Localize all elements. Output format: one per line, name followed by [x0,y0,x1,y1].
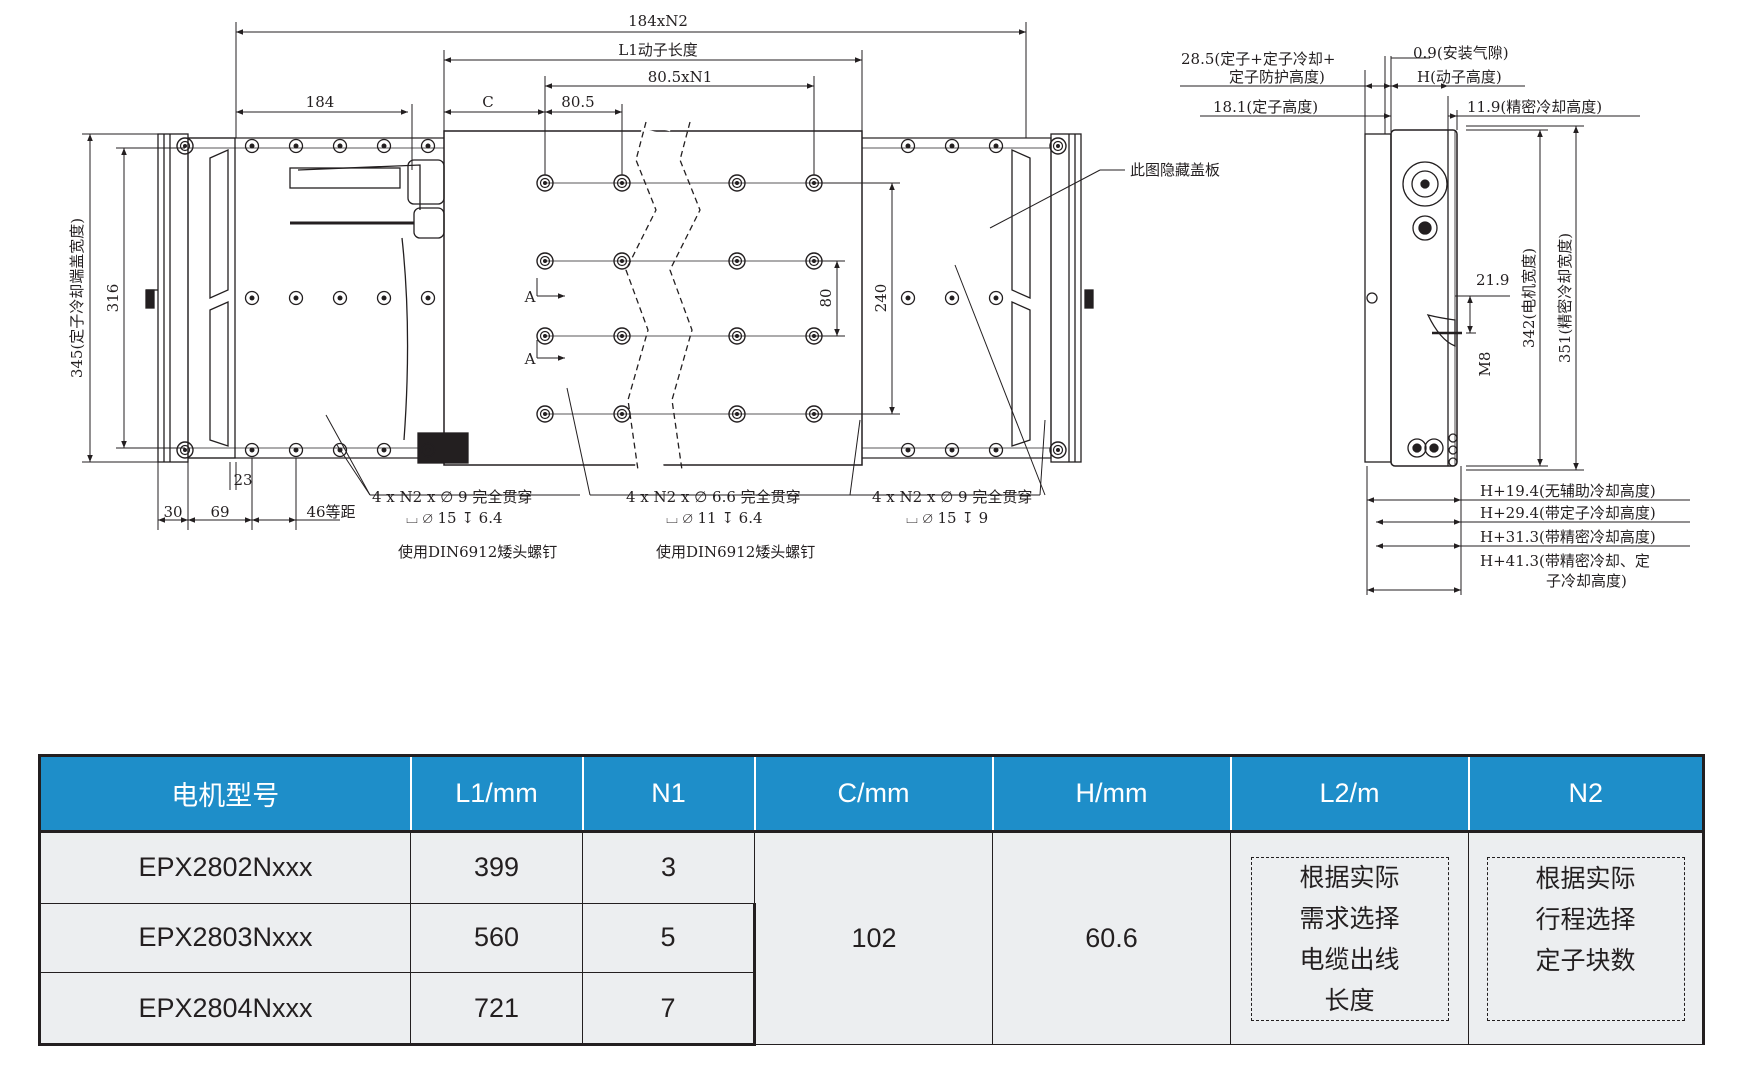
section-a-upper: A [524,288,536,306]
l2-note-line: 长度 [1324,985,1375,1015]
dim-h41-3-line2: 子冷却高度) [1546,572,1627,590]
hole-mid-spec: 4 x N2 x ∅ 6.6 完全贯穿 [626,488,801,506]
header-model: 电机型号 [38,754,412,833]
section-a-lower: A [524,350,536,368]
dim-69-label: 69 [210,503,229,521]
hole-left-cbore: ⌴ ∅ 15 ↧ 6.4 [406,509,503,527]
n2-note-line: 根据实际 [1535,863,1636,893]
header-c: C/mm [753,754,994,833]
header-n1: N1 [581,754,756,833]
n2-note-line: 定子块数 [1535,945,1636,975]
dim-30-label: 30 [163,503,182,521]
side-stator [1364,133,1392,463]
table-row: EPX2802Nxxx 399 3 102 60.6 根据实际 需求选择 电缆出… [38,831,1705,1045]
dim-351-label: 351(精密冷却宽度) [1556,233,1574,363]
cell-model: EPX2804Nxxx [38,972,411,1046]
n2-note-box: 根据实际 行程选择 定子块数 [1486,856,1685,1021]
front-dim-labels: 184xN2 L1动子长度 80.5xN1 184 C 80.5 240 80 … [68,12,1220,561]
side-dim-labels: 28.5(定子+定子冷却+ 定子防护高度) 0.9(安装气隙) H(动子高度) … [1181,44,1656,590]
spec-table: 电机型号 L1/mm N1 C/mm H/mm L2/m N2 EPX2802N… [38,754,1705,1046]
dim-11-9-label: 11.9(精密冷却高度) [1467,98,1602,116]
dim-l1-label: L1动子长度 [618,41,698,59]
l2-note-box: 根据实际 需求选择 电缆出线 长度 [1250,856,1449,1021]
dim-28-5-line2: 定子防护高度) [1229,68,1325,86]
cell-h: 60.6 [992,831,1231,1045]
hole-left-spec: 4 x N2 x ∅ 9 完全贯穿 [372,488,532,506]
cell-model: EPX2802Nxxx [38,831,411,904]
cell-c: 102 [754,831,993,1045]
header-n2: N2 [1467,754,1705,833]
cell-l1: 560 [410,902,583,974]
l2-note-line: 电缆出线 [1299,944,1400,974]
dim-overall-label: 184xN2 [628,12,688,30]
dim-28-5-line1: 28.5(定子+定子冷却+ [1181,50,1335,68]
dim-21-9-label: 21.9 [1476,271,1509,289]
screw-note-left: 使用DIN6912矮头螺钉 [398,543,557,561]
header-l2: L2/m [1229,754,1470,833]
hidden-cover-note: 此图隐藏盖板 [1130,161,1220,179]
left-end-cap [157,133,189,463]
dim-23-label: 23 [233,471,252,489]
dim-c-label: C [482,93,493,111]
table-header-row: 电机型号 L1/mm N1 C/mm H/mm L2/m N2 [38,754,1705,833]
hole-mid-cbore: ⌴ ∅ 11 ↧ 6.4 [666,509,763,527]
cell-n2-note: 根据实际 行程选择 定子块数 [1468,831,1705,1045]
table-row: EPX2804Nxxx 721 7 [38,972,1704,1046]
dim-80-5-label: 80.5 [561,93,594,111]
dim-pitch-n1-label: 80.5xN1 [648,68,713,86]
right-end-cap [1050,133,1082,463]
l2-note-line: 需求选择 [1299,903,1400,933]
l2-note-line: 根据实际 [1299,862,1400,892]
n2-note-line: 行程选择 [1535,904,1636,934]
dim-184-label: 184 [306,93,335,111]
front-view [145,118,1094,472]
side-mover [1390,129,1458,467]
screw-note-mid: 使用DIN6912矮头螺钉 [656,543,815,561]
dim-h19-4-label: H+19.4(无辅助冷却高度) [1480,482,1656,500]
dim-18-1-label: 18.1(定子高度) [1213,98,1318,116]
technical-drawing: 184xN2 L1动子长度 80.5xN1 184 C 80.5 240 80 … [68,12,1690,595]
dim-h29-4-label: H+29.4(带定子冷却高度) [1480,504,1656,522]
dim-342-label: 342(电机宽度) [1520,248,1538,348]
dim-240-label: 240 [872,284,890,313]
cell-n1: 7 [582,972,756,1046]
hole-right-spec: 4 x N2 x ∅ 9 完全贯穿 [872,488,1032,506]
cell-n1: 3 [582,831,755,904]
cell-model: EPX2803Nxxx [38,902,411,974]
cell-l1: 721 [410,972,583,1046]
dim-46-label: 46等距 [306,503,355,521]
dim-h-mover-label: H(动子高度) [1417,68,1502,86]
table-row: EPX2803Nxxx 560 5 [38,902,1704,974]
dim-0-9-label: 0.9(安装气隙) [1413,44,1509,62]
header-h: H/mm [991,754,1232,833]
side-view [1364,129,1462,467]
dim-80-label: 80 [817,288,835,307]
header-l1: L1/mm [409,754,584,833]
front-dimensions [82,22,1125,530]
cell-l2-note: 根据实际 需求选择 电缆出线 长度 [1230,831,1469,1045]
cell-n1: 5 [582,902,756,974]
dim-316-label: 316 [104,284,122,313]
dim-h41-3-line1: H+41.3(带精密冷却、定 [1480,552,1650,570]
dim-h31-3-label: H+31.3(带精密冷却高度) [1480,528,1656,546]
cell-l1: 399 [410,831,583,904]
thread-m8-label: M8 [1476,352,1494,377]
side-dimensions [1180,56,1690,595]
hole-right-cbore: ⌴ ∅ 15 ↧ 9 [906,509,988,527]
dim-345-label: 345(定子冷却端盖宽度) [68,218,86,378]
